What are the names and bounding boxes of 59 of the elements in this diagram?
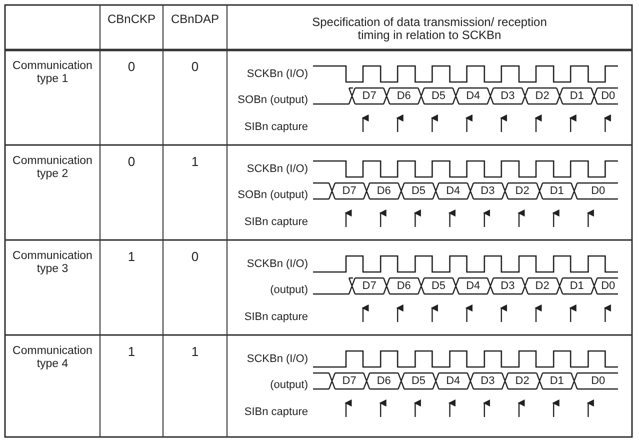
signal-name: SCKBn (I/O) [246, 353, 308, 366]
data-bit-label: D6 [396, 90, 412, 102]
setting-value: 0 [190, 60, 200, 73]
data-bit-label: D4 [445, 184, 462, 198]
signal-name: SOBn (output) [238, 94, 308, 107]
data-bit-label: D1 [548, 184, 565, 198]
signal-name: SIBn capture [244, 311, 308, 324]
data-bit-label: D6 [376, 374, 392, 388]
setting-value: 1 [126, 345, 136, 358]
data-bit-label: D2 [514, 374, 530, 388]
data-bit-label: D2 [514, 184, 530, 198]
data-bit-label: D3 [480, 184, 496, 198]
data-bit-label: D4 [465, 280, 482, 292]
setting-value: 1 [126, 250, 136, 263]
data-bit-label: D4 [465, 90, 482, 102]
data-bit-label: D5 [410, 184, 427, 198]
data-bit-label: D6 [376, 184, 392, 198]
data-bit-label: D0 [600, 280, 616, 292]
data-bit-label: D0 [600, 90, 616, 102]
data-bit-label: D5 [410, 374, 427, 388]
signal-name: SOBn (output) [238, 189, 308, 202]
signal-name: SCKBn (I/O) [246, 68, 308, 81]
data-bit-label: D5 [430, 90, 447, 102]
setting-value: 1 [190, 155, 200, 168]
data-bit-label: D3 [480, 374, 496, 388]
data-bit-label: D0 [590, 184, 606, 198]
data-bit-label: D6 [396, 280, 412, 292]
setting-value: 0 [190, 250, 200, 263]
data-bit-label: D0 [590, 374, 606, 388]
signal-name: SCKBn (I/O) [246, 163, 308, 176]
column-header: Specification of data transmission/ reception timing in relation to SCKBn [311, 16, 548, 42]
data-bit-label: D2 [534, 280, 550, 292]
setting-value: 0 [126, 60, 136, 73]
setting-value: 0 [126, 155, 136, 168]
data-bit-label: D4 [445, 374, 462, 388]
data-bit-label: D2 [534, 90, 550, 102]
data-bit-label: D7 [361, 90, 378, 102]
column-header: CBnCKP [106, 13, 157, 26]
signal-name: SCKBn (I/O) [246, 258, 308, 271]
data-bit-label: D1 [568, 90, 585, 102]
row-header: Communication type 4 [12, 345, 94, 371]
setting-value: 1 [190, 345, 200, 358]
data-bit-label: D3 [500, 280, 516, 292]
data-bit-label: D7 [361, 280, 378, 292]
signal-name: SIBn capture [244, 121, 308, 134]
row-header: Communication type 3 [12, 250, 94, 276]
signal-name: SIBn capture [244, 406, 308, 419]
data-bit-label: D1 [568, 280, 585, 292]
data-bit-label: D7 [341, 184, 358, 198]
signal-name: (output) [270, 379, 308, 392]
data-bit-label: D5 [430, 280, 447, 292]
row-header: Communication type 2 [12, 155, 94, 181]
signal-name: SIBn capture [244, 216, 308, 229]
column-header: CBnDAP [170, 13, 220, 26]
data-bit-label: D1 [548, 374, 565, 388]
data-bit-label: D7 [341, 374, 358, 388]
data-bit-label: D3 [500, 90, 516, 102]
row-header: Communication type 1 [12, 60, 94, 86]
signal-name: (output) [270, 284, 308, 297]
